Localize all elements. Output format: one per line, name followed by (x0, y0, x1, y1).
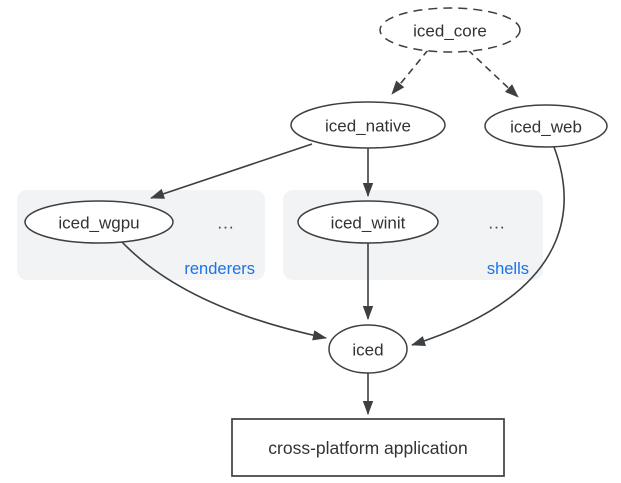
node-iced (328, 324, 408, 374)
node-iced-core (379, 7, 521, 53)
node-iced-native-label: iced_native (325, 117, 411, 136)
renderers-group-label: renderers (184, 260, 255, 278)
edge-iced-wgpu-to-iced (121, 241, 327, 341)
node-iced-winit-label: iced_winit (331, 214, 406, 233)
edge-iced-core-to-iced-web (467, 49, 519, 98)
node-iced-web (484, 104, 608, 148)
node-iced-wgpu (24, 200, 174, 244)
renderers-ellipsis: ... (217, 214, 234, 233)
node-iced-native (290, 101, 446, 149)
shells-group-label: shells (487, 260, 529, 278)
node-iced-web-label: iced_web (510, 118, 582, 137)
edge-iced-core-to-iced-native (391, 49, 429, 95)
shells-ellipsis: ... (488, 214, 505, 233)
edge-iced-web-to-iced (411, 146, 565, 347)
edge-iced-native-to-iced-wgpu (150, 143, 313, 199)
node-iced-winit (297, 200, 439, 244)
node-iced-core-label: iced_core (413, 22, 487, 41)
node-cross-platform-application-label: cross-platform application (268, 438, 467, 458)
node-cross-platform-application (231, 418, 505, 477)
node-iced-label: iced (352, 341, 383, 360)
node-iced-wgpu-label: iced_wgpu (58, 214, 139, 233)
